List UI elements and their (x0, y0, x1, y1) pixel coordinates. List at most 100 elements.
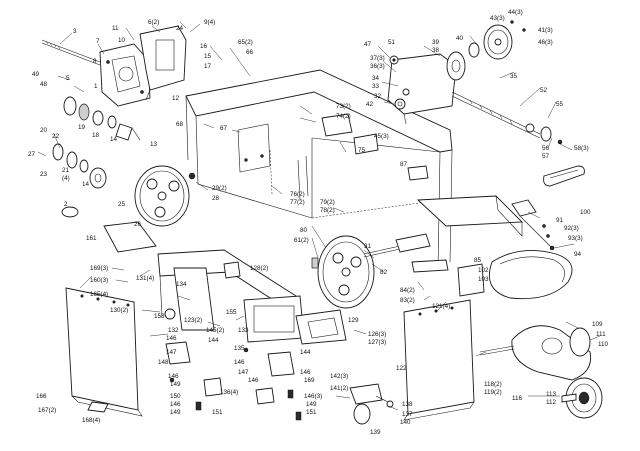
label-p4: (4) (62, 175, 70, 182)
label-p83: 83(2) (400, 297, 415, 304)
label-p20: 20 (40, 127, 48, 134)
label-p136: 136(4) (220, 389, 238, 396)
label-p67: 67 (220, 125, 228, 132)
label-p138: 138 (402, 401, 413, 408)
label-p130: 130(2) (110, 307, 128, 314)
label-p146a: 146 (166, 335, 177, 342)
label-p32: 32 (374, 93, 382, 100)
label-p82: 82 (380, 269, 388, 276)
label-p38: 38 (432, 47, 440, 54)
label-p134: 134 (176, 281, 187, 288)
label-p81: 61(2) (294, 237, 309, 244)
label-p141: 141(2) (330, 385, 348, 392)
label-p119: 119(2) (484, 389, 502, 396)
label-p94: 94 (574, 251, 582, 258)
label-p121: 121(4) (432, 303, 450, 310)
gear-housing (139, 25, 187, 101)
label-p161: 161 (86, 235, 97, 242)
label-p2: 2 (64, 201, 68, 208)
label-p146d: 146 (234, 359, 245, 366)
label-p79: 79(2) (320, 199, 335, 206)
label-p168: 168(4) (82, 417, 100, 424)
label-p169b: 169 (304, 377, 315, 384)
label-p17: 17 (204, 63, 212, 70)
gearbox-washers (389, 55, 410, 110)
label-p91: 91 (556, 217, 564, 224)
label-p87: 87 (400, 161, 408, 168)
label-p151a: 151 (212, 409, 223, 416)
label-p112: 112 (546, 399, 557, 406)
label-p137: 137 (402, 411, 413, 418)
label-p58: 58(3) (574, 145, 589, 152)
label-p116: 116 (512, 395, 523, 402)
label-p151b: 151 (306, 409, 317, 416)
label-p92: 92(3) (564, 225, 579, 232)
label-p49: 49 (32, 71, 40, 78)
handwheel-139 (349, 383, 394, 425)
label-p75: 75 (358, 147, 366, 154)
clamp-blocks (165, 341, 302, 421)
label-p146e: 146 (248, 377, 259, 384)
label-p118: 118(2) (484, 381, 502, 388)
label-p34: 34 (372, 75, 380, 82)
label-p13: 13 (150, 141, 158, 148)
label-p102: 102 (478, 267, 489, 274)
guard-161 (103, 221, 157, 253)
label-p133: 133 (238, 327, 249, 334)
motor-pulley-112 (561, 377, 603, 419)
label-p15: 15 (204, 53, 212, 60)
label-p147a: 147 (166, 349, 177, 356)
frame-bracket-75 (321, 113, 379, 155)
label-p31: 31 (364, 243, 372, 250)
label-p149a: 149 (170, 381, 181, 388)
label-p126: 126(3) (368, 331, 386, 338)
handle-100 (543, 165, 585, 187)
label-p55: 55 (556, 101, 564, 108)
label-p44: 44(3) (508, 9, 523, 16)
label-p80: 80 (300, 227, 308, 234)
label-p28: 28 (212, 195, 220, 202)
label-p9: 9(4) (204, 19, 215, 26)
label-p169: 169(3) (90, 265, 108, 272)
label-p5: 5 (66, 75, 70, 82)
plate-85 (457, 263, 485, 297)
label-p146b: 146 (168, 373, 179, 380)
label-p52: 52 (540, 87, 548, 94)
small-pulley-set (52, 143, 107, 218)
label-p158: 158 (154, 313, 165, 320)
label-p48: 48 (40, 81, 48, 88)
label-p139: 139 (370, 429, 381, 436)
label-p33: 33 (372, 83, 380, 90)
label-p144b: 144 (300, 349, 311, 356)
label-p142: 142(3) (330, 373, 348, 380)
label-p24: 24 (176, 25, 184, 32)
label-p66: 66 (246, 49, 254, 56)
label-p37: 37(3) (370, 55, 385, 62)
label-p73: 73(2) (336, 103, 351, 110)
bearing-stack (63, 96, 141, 141)
gearbox-housing (387, 51, 466, 125)
label-p14a: 14 (110, 136, 118, 143)
label-p27: 27 (28, 151, 36, 158)
label-p167: 167(2) (38, 407, 56, 414)
label-p140: 140 (400, 419, 411, 426)
cover-panel-122 (403, 299, 475, 421)
label-p41: 41(3) (538, 27, 553, 34)
label-p65: 65(2) (238, 39, 253, 46)
label-p113: 113 (546, 391, 557, 398)
label-p76: 76(2) (290, 191, 305, 198)
label-p122: 122 (396, 365, 407, 372)
label-p14b: 14 (82, 181, 90, 188)
label-p10: 10 (118, 37, 126, 44)
label-p148: 148 (158, 359, 169, 366)
clamp-91 (511, 199, 555, 251)
label-p146g: 146(3) (304, 393, 322, 400)
label-p123: 123(2) (184, 317, 202, 324)
label-p6: 6(2) (148, 19, 159, 26)
lead-screw-52 (451, 91, 563, 145)
label-p109: 109 (592, 321, 603, 328)
label-p11: 11 (112, 25, 119, 32)
label-p29: 29(2) (212, 185, 227, 192)
